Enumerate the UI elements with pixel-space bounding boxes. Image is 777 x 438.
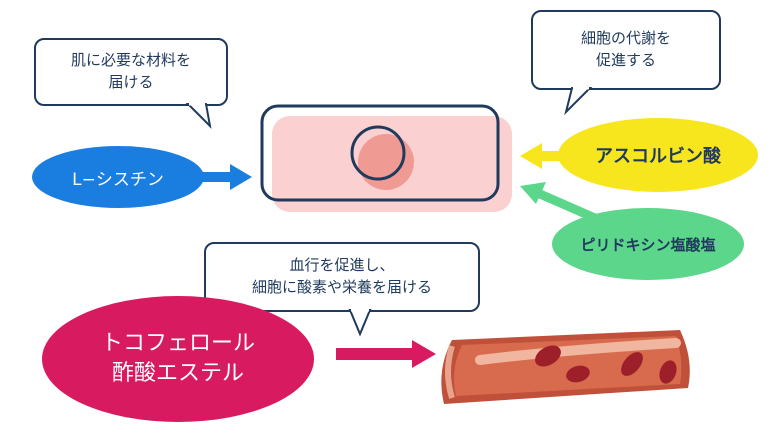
bubble-text-line: 細胞の代謝を bbox=[580, 29, 671, 48]
cell-nucleus bbox=[350, 125, 406, 181]
vessel-highlight bbox=[475, 338, 681, 365]
red-blood-cell bbox=[535, 345, 561, 367]
ingredient-pyridoxine: ピリドキシン塩酸塩 bbox=[552, 208, 744, 280]
cell-illustration bbox=[260, 104, 512, 212]
red-blood-cell bbox=[659, 360, 677, 384]
ingredient-label: トコフェロール bbox=[100, 331, 255, 357]
ingredient-label: 酢酸エステル bbox=[111, 361, 244, 386]
ingredient-label: L−シスチン bbox=[72, 169, 164, 190]
cell-outline bbox=[260, 104, 500, 202]
speech-bubble-blood: 血行を促進し、 細胞に酸素や栄養を届ける bbox=[204, 242, 480, 312]
cell-nucleus-shadow bbox=[358, 134, 414, 190]
speech-bubble-metabolism: 細胞の代謝を 促進する bbox=[531, 10, 721, 90]
bubble-text-line: 促進する bbox=[595, 51, 656, 69]
blood-vessel-illustration bbox=[441, 330, 690, 404]
arrow-ascorbic bbox=[520, 143, 574, 169]
red-blood-cell bbox=[621, 352, 643, 376]
ingredient-tocopherol: トコフェロール 酢酸エステル bbox=[42, 296, 314, 422]
bubble-text-line: 細胞に酸素や栄養を届ける bbox=[251, 278, 432, 296]
vessel-opening bbox=[445, 345, 455, 399]
arrow-tocopherol bbox=[336, 340, 436, 368]
red-blood-cell bbox=[566, 365, 590, 383]
bubble-text-line: 肌に必要な材料を bbox=[70, 51, 191, 70]
ingredient-label: アスコルビン酸 bbox=[595, 146, 721, 167]
arrow-cystine bbox=[196, 164, 252, 190]
ingredient-ascorbic: アスコルビン酸 bbox=[558, 118, 758, 192]
speech-bubble-skin: 肌に必要な材料を 届ける bbox=[34, 38, 228, 106]
ingredient-cystine: L−シスチン bbox=[32, 146, 204, 208]
bubble-text-line: 届ける bbox=[108, 73, 154, 91]
bubble-text-line: 血行を促進し、 bbox=[289, 256, 395, 275]
ingredient-label: ピリドキシン塩酸塩 bbox=[580, 235, 716, 254]
